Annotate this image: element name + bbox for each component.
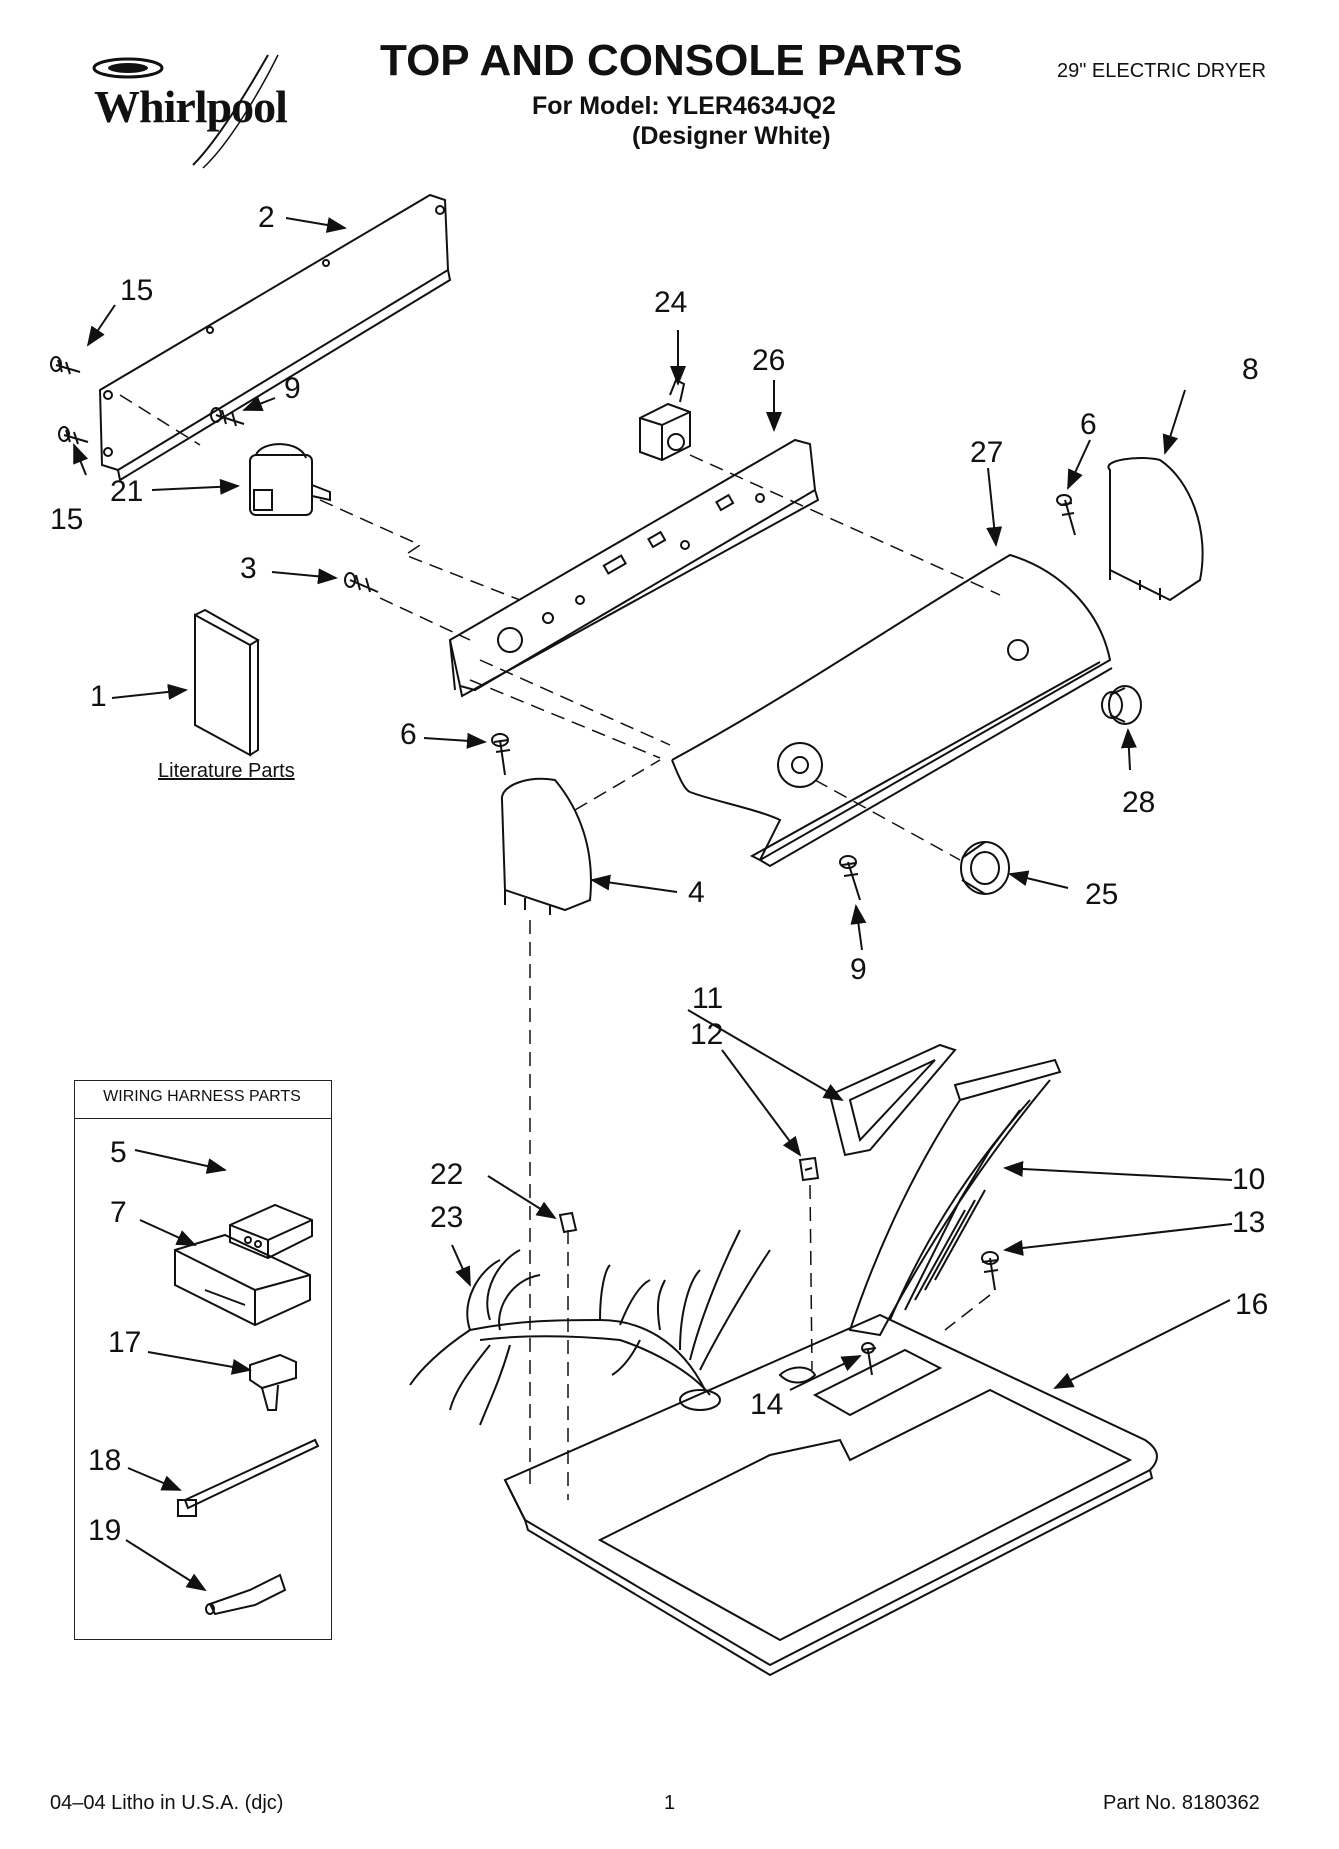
callout-18: 18 <box>88 1444 122 1477</box>
part-wire-tie-18 <box>177 1438 320 1517</box>
callout-8: 8 <box>1242 353 1259 386</box>
part-screw-14 <box>861 1342 877 1376</box>
callout-1: 1 <box>90 680 107 713</box>
part-top-panel <box>503 1313 1158 1677</box>
callout-24: 24 <box>654 286 688 319</box>
part-connector-5 <box>229 1203 313 1260</box>
whirlpool-logo-swoosh <box>92 54 279 169</box>
part-clip-17 <box>249 1353 297 1411</box>
callout-15a: 15 <box>120 274 154 307</box>
part-knob-small <box>1101 685 1142 725</box>
footer-part-number: Part No. 8180362 <box>1103 1792 1260 1814</box>
part-screw-13 <box>981 1251 999 1291</box>
part-console-bracket <box>448 438 820 698</box>
wiring-harness-box-title: WIRING HARNESS PARTS <box>103 1088 301 1105</box>
callout-12: 12 <box>690 1018 724 1051</box>
callout-7: 7 <box>110 1196 127 1229</box>
part-end-cap-left <box>500 777 592 915</box>
part-end-cap-right <box>1107 457 1204 602</box>
part-screw-9b <box>839 855 861 901</box>
part-lint-screen <box>828 1043 957 1157</box>
callout-6a: 6 <box>400 718 417 751</box>
callout-11: 11 <box>692 982 724 1015</box>
literature-parts-label: Literature Parts <box>158 760 295 782</box>
part-screw-6a <box>491 733 511 776</box>
part-lint-duct <box>848 1058 1062 1337</box>
product-type: 29" ELECTRIC DRYER <box>1057 60 1267 82</box>
callout-21: 21 <box>110 475 144 508</box>
part-literature <box>194 608 260 757</box>
model-line: For Model: YLER4634JQ2 <box>532 92 836 120</box>
callout-19: 19 <box>88 1514 122 1547</box>
part-connector-7 <box>174 1233 311 1327</box>
callout-27: 27 <box>970 436 1004 469</box>
wiring-harness-box-divider <box>74 1118 332 1119</box>
callout-5: 5 <box>110 1136 127 1169</box>
callout-9b: 9 <box>850 953 867 986</box>
callout-4: 4 <box>688 876 705 909</box>
part-screw-15b <box>58 426 89 445</box>
brand-logo: Whirlpool <box>94 81 288 132</box>
part-screw-9a <box>210 407 245 427</box>
callout-10: 10 <box>1232 1163 1266 1196</box>
callout-3: 3 <box>240 552 257 585</box>
part-knob-large <box>960 841 1010 895</box>
part-console <box>671 553 1113 868</box>
part-clip-22 <box>558 1211 578 1234</box>
part-rear-panel <box>98 193 452 482</box>
footer-page-number: 1 <box>664 1792 676 1814</box>
part-screw-15a <box>50 356 81 375</box>
page-title: TOP AND CONSOLE PARTS <box>380 36 963 85</box>
part-switch <box>639 378 691 462</box>
part-screw-3 <box>344 572 379 593</box>
callout-26: 26 <box>752 344 786 377</box>
part-terminal-19 <box>205 1573 287 1616</box>
footer-litho: 04–04 Litho in U.S.A. (djc) <box>50 1792 284 1814</box>
callout-14: 14 <box>750 1388 784 1421</box>
part-clip-12 <box>798 1156 820 1182</box>
part-timer <box>249 443 331 516</box>
callout-25: 25 <box>1085 878 1119 911</box>
callout-15b: 15 <box>50 503 84 536</box>
callout-13: 13 <box>1232 1206 1266 1239</box>
part-screw-6b <box>1056 494 1076 536</box>
callout-6b: 6 <box>1080 408 1097 441</box>
part-wiring-harness <box>409 1229 771 1426</box>
callout-16: 16 <box>1235 1288 1269 1321</box>
callout-22: 22 <box>430 1158 464 1191</box>
callout-17: 17 <box>108 1326 142 1359</box>
color-line: (Designer White) <box>632 122 831 150</box>
callout-9a: 9 <box>284 372 301 405</box>
wiring-harness-box <box>74 1080 332 1640</box>
callout-28: 28 <box>1122 786 1156 819</box>
callout-2: 2 <box>258 201 275 234</box>
callout-23: 23 <box>430 1201 464 1234</box>
